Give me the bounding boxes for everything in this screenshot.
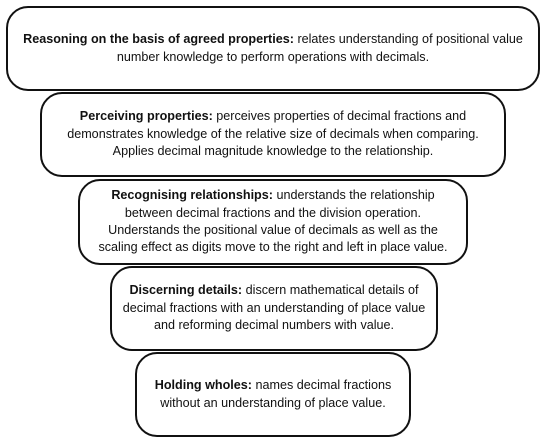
level-heading: Perceiving properties: bbox=[79, 109, 213, 124]
level-description: understands the relationship between dec… bbox=[98, 188, 448, 255]
level-text: Perceiving properties: perceives propert… bbox=[52, 108, 494, 160]
level-text: Holding wholes: names decimal fractions … bbox=[147, 377, 399, 412]
level-heading: Reasoning on the basis of agreed propert… bbox=[23, 32, 294, 47]
level-box-reasoning: Reasoning on the basis of agreed propert… bbox=[6, 6, 540, 91]
level-description: discern mathematical details of decimal … bbox=[122, 283, 426, 333]
level-text: Recognising relationships: understands t… bbox=[90, 187, 456, 257]
level-box-perceiving: Perceiving properties: perceives propert… bbox=[40, 92, 506, 177]
level-description: names decimal fractions without an under… bbox=[160, 378, 392, 410]
level-box-holding: Holding wholes: names decimal fractions … bbox=[135, 352, 411, 437]
level-box-discerning: Discerning details: discern mathematical… bbox=[110, 266, 438, 351]
level-box-recognising: Recognising relationships: understands t… bbox=[78, 179, 468, 265]
level-heading: Discerning details: bbox=[129, 283, 243, 298]
level-description: relates understanding of positional valu… bbox=[116, 32, 523, 64]
level-heading: Holding wholes: bbox=[154, 378, 252, 393]
level-description: perceives properties of decimal fraction… bbox=[67, 109, 479, 159]
level-text: Discerning details: discern mathematical… bbox=[122, 282, 426, 334]
level-text: Reasoning on the basis of agreed propert… bbox=[18, 31, 528, 66]
level-heading: Recognising relationships: bbox=[111, 188, 273, 203]
